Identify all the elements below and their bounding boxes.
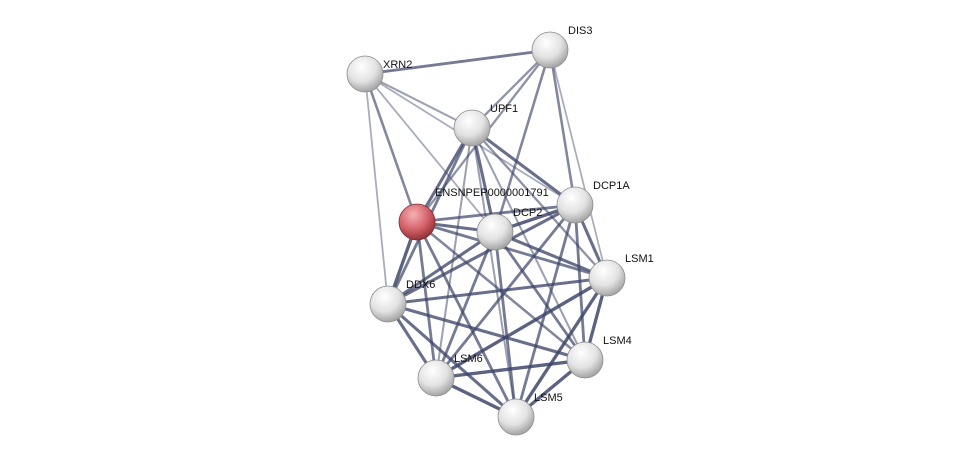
- node-label-lsm6: LSM6: [454, 353, 483, 365]
- node-dcp1a[interactable]: [556, 186, 594, 224]
- node-label-xrn2: XRN2: [383, 59, 412, 71]
- node-label-lsm5: LSM5: [534, 392, 563, 404]
- node-label-ddx6: DDX6: [406, 279, 435, 291]
- node-label-lsm1: LSM1: [625, 253, 654, 265]
- edge-upf1-lsm1[interactable]: [471, 127, 608, 279]
- node-ens[interactable]: [398, 203, 436, 241]
- node-label-upf1: UPF1: [490, 103, 518, 115]
- node-lsm1[interactable]: [588, 259, 626, 297]
- node-upf1[interactable]: [453, 109, 491, 147]
- node-label-lsm4: LSM4: [603, 335, 632, 347]
- edge-dcp1a-lsm5[interactable]: [514, 204, 577, 418]
- edge-ens-lsm5[interactable]: [415, 221, 518, 418]
- node-dcp2[interactable]: [476, 213, 514, 251]
- node-xrn2[interactable]: [346, 55, 384, 93]
- edge-ddx6-lsm5[interactable]: [386, 302, 518, 419]
- edge-lsm1-lsm5[interactable]: [514, 277, 609, 418]
- edge-xrn2-ddx6[interactable]: [364, 73, 389, 305]
- node-label-dcp1a: DCP1A: [593, 180, 630, 192]
- edge-dis3-lsm1[interactable]: [549, 49, 608, 279]
- node-label-ens: ENSNPEP0000001791: [435, 187, 549, 199]
- edge-xrn2-dis3[interactable]: [364, 48, 551, 76]
- node-lsm5[interactable]: [497, 398, 535, 436]
- node-ddx6[interactable]: [369, 285, 407, 323]
- edge-dcp2-ddx6[interactable]: [387, 230, 496, 306]
- node-dis3[interactable]: [531, 31, 569, 69]
- edge-upf1-lsm4[interactable]: [471, 127, 586, 361]
- node-lsm4[interactable]: [566, 341, 604, 379]
- edge-xrn2-ens[interactable]: [363, 73, 419, 223]
- edge-xrn2-upf1[interactable]: [364, 73, 473, 129]
- edge-dcp2-lsm1[interactable]: [494, 230, 608, 280]
- edge-dis3-dcp1a[interactable]: [548, 49, 577, 206]
- edge-dis3-dcp2[interactable]: [493, 49, 552, 233]
- edge-ddx6-lsm4[interactable]: [387, 302, 586, 362]
- node-label-dis3: DIS3: [568, 25, 592, 37]
- edge-xrn2-dcp2[interactable]: [364, 73, 496, 233]
- edge-dcp2-lsm5[interactable]: [493, 231, 518, 418]
- edge-lsm4-lsm6[interactable]: [435, 358, 586, 380]
- edge-ens-lsm1[interactable]: [416, 220, 608, 280]
- edge-upf1-dcp1a[interactable]: [471, 126, 576, 207]
- edge-dcp2-lsm4[interactable]: [493, 231, 587, 361]
- edge-dcp1a-ddx6[interactable]: [387, 203, 576, 306]
- node-label-dcp2: DCP2: [513, 207, 542, 219]
- edge-lsm1-lsm6[interactable]: [435, 276, 608, 380]
- edge-ddx6-lsm1[interactable]: [387, 276, 608, 306]
- edge-ens-dcp1a[interactable]: [416, 203, 576, 224]
- node-lsm6[interactable]: [417, 359, 455, 397]
